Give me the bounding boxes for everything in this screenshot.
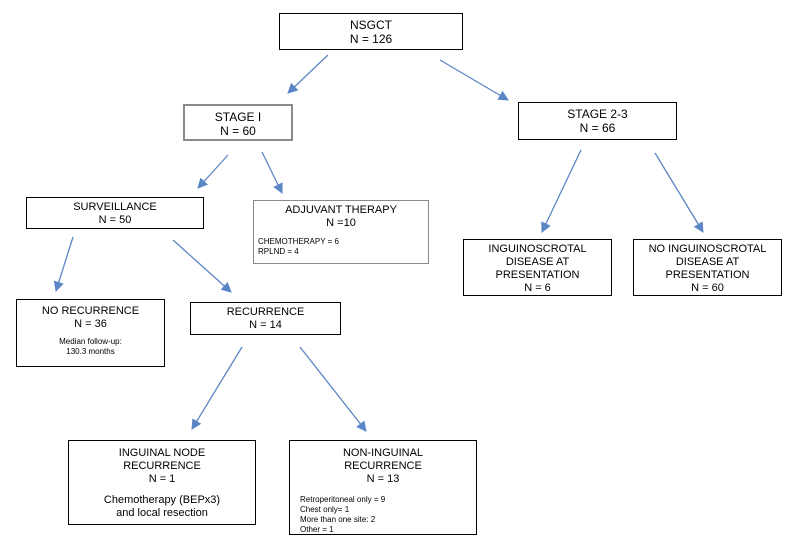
arrow-root-to-stage1 <box>287 54 329 94</box>
node-adjuvant-count: N =10 <box>326 217 356 229</box>
node-inguinoscrotal-line-1: INGUINOSCROTAL <box>488 243 587 255</box>
arrow-surveillance-to-recurrence <box>172 239 232 293</box>
node-no-recurrence-count: N = 36 <box>74 318 107 330</box>
node-surveillance-count: N = 50 <box>98 214 132 226</box>
node-non-inguinal-line-2: RECURRENCE <box>344 460 422 472</box>
node-no-inguinoscrotal-line-1: NO INGUINOSCROTAL <box>648 243 767 255</box>
node-surveillance: SURVEILLANCE N = 50 <box>26 197 204 229</box>
arrow-stage1-to-adjuvant <box>261 151 283 194</box>
node-surveillance-title: SURVEILLANCE <box>73 201 157 213</box>
node-non-inguinal-line-1: NON-INGUINAL <box>342 447 424 459</box>
node-adjuvant-detail-rplnd: RPLND = 4 <box>258 247 299 256</box>
node-stage-1-count: N = 60 <box>220 124 256 138</box>
arrow-recurrence-to-inguinal-node <box>191 346 243 430</box>
node-non-inguinal-recurrence: NON-INGUINAL RECURRENCE N = 13 Retroperi… <box>289 440 477 535</box>
node-inguinoscrotal-count: N = 6 <box>524 282 551 294</box>
node-stage-2-3: STAGE 2-3 N = 66 <box>518 102 677 140</box>
node-inguinal-node-treatment-2: and local resection <box>116 507 208 519</box>
node-adjuvant-detail-chemo: CHEMOTHERAPY = 6 <box>258 237 339 246</box>
node-inguinal-node-count: N = 1 <box>148 473 176 485</box>
node-nsgct-title: NSGCT <box>350 18 392 32</box>
arrow-recurrence-to-non-inguinal <box>299 346 367 432</box>
node-no-inguinoscrotal: NO INGUINOSCROTAL DISEASE AT PRESENTATIO… <box>633 239 782 296</box>
node-non-inguinal-detail-retroperitoneal: Retroperitoneal only = 9 <box>300 495 386 504</box>
node-inguinal-node-recurrence: INGUINAL NODE RECURRENCE N = 1 Chemother… <box>68 440 256 525</box>
node-no-inguinoscrotal-line-2: DISEASE AT <box>675 256 740 268</box>
arrow-surveillance-to-no-recurrence <box>53 236 74 292</box>
node-inguinoscrotal-line-3: PRESENTATION <box>495 269 580 281</box>
node-nsgct-count: N = 126 <box>349 32 393 46</box>
arrow-stage23-to-no-inguinoscrotal <box>654 152 704 233</box>
node-no-inguinoscrotal-line-3: PRESENTATION <box>665 269 750 281</box>
node-no-recurrence-followup-label: Median follow-up: <box>59 337 122 346</box>
node-inguinal-node-line-1: INGUINAL NODE <box>118 447 206 459</box>
node-no-inguinoscrotal-count: N = 60 <box>691 282 724 294</box>
node-no-recurrence-title: NO RECURRENCE <box>41 305 140 317</box>
node-non-inguinal-detail-other: Other = 1 <box>300 525 334 534</box>
node-nsgct: NSGCT N = 126 <box>279 13 463 50</box>
node-non-inguinal-count: N = 13 <box>366 473 400 485</box>
node-inguinoscrotal: INGUINOSCROTAL DISEASE AT PRESENTATION N… <box>463 239 612 296</box>
node-no-recurrence-followup-value: 130.3 months <box>66 347 115 356</box>
node-adjuvant-therapy: ADJUVANT THERAPY N =10 CHEMOTHERAPY = 6 … <box>253 200 429 264</box>
node-stage-1: STAGE I N = 60 <box>183 104 293 141</box>
node-inguinal-node-line-2: RECURRENCE <box>123 460 201 472</box>
arrow-stage1-to-surveillance <box>197 154 229 189</box>
node-no-recurrence: NO RECURRENCE N = 36 Median follow-up: 1… <box>16 299 165 367</box>
node-stage-2-3-count: N = 66 <box>579 121 616 135</box>
node-stage-1-title: STAGE I <box>214 110 262 124</box>
arrow-stage23-to-inguinoscrotal <box>541 149 582 233</box>
arrow-root-to-stage23 <box>439 59 509 101</box>
node-recurrence-count: N = 14 <box>249 319 282 331</box>
node-non-inguinal-detail-multiple: More than one site: 2 <box>300 515 376 524</box>
node-stage-2-3-title: STAGE 2-3 <box>567 107 628 121</box>
node-recurrence: RECURRENCE N = 14 <box>190 302 341 335</box>
node-recurrence-title: RECURRENCE <box>226 306 305 318</box>
node-inguinoscrotal-line-2: DISEASE AT <box>505 256 570 268</box>
node-inguinal-node-treatment-1: Chemotherapy (BEPx3) <box>103 494 221 506</box>
node-adjuvant-title: ADJUVANT THERAPY <box>285 204 397 216</box>
node-non-inguinal-detail-chest: Chest only= 1 <box>300 505 350 514</box>
